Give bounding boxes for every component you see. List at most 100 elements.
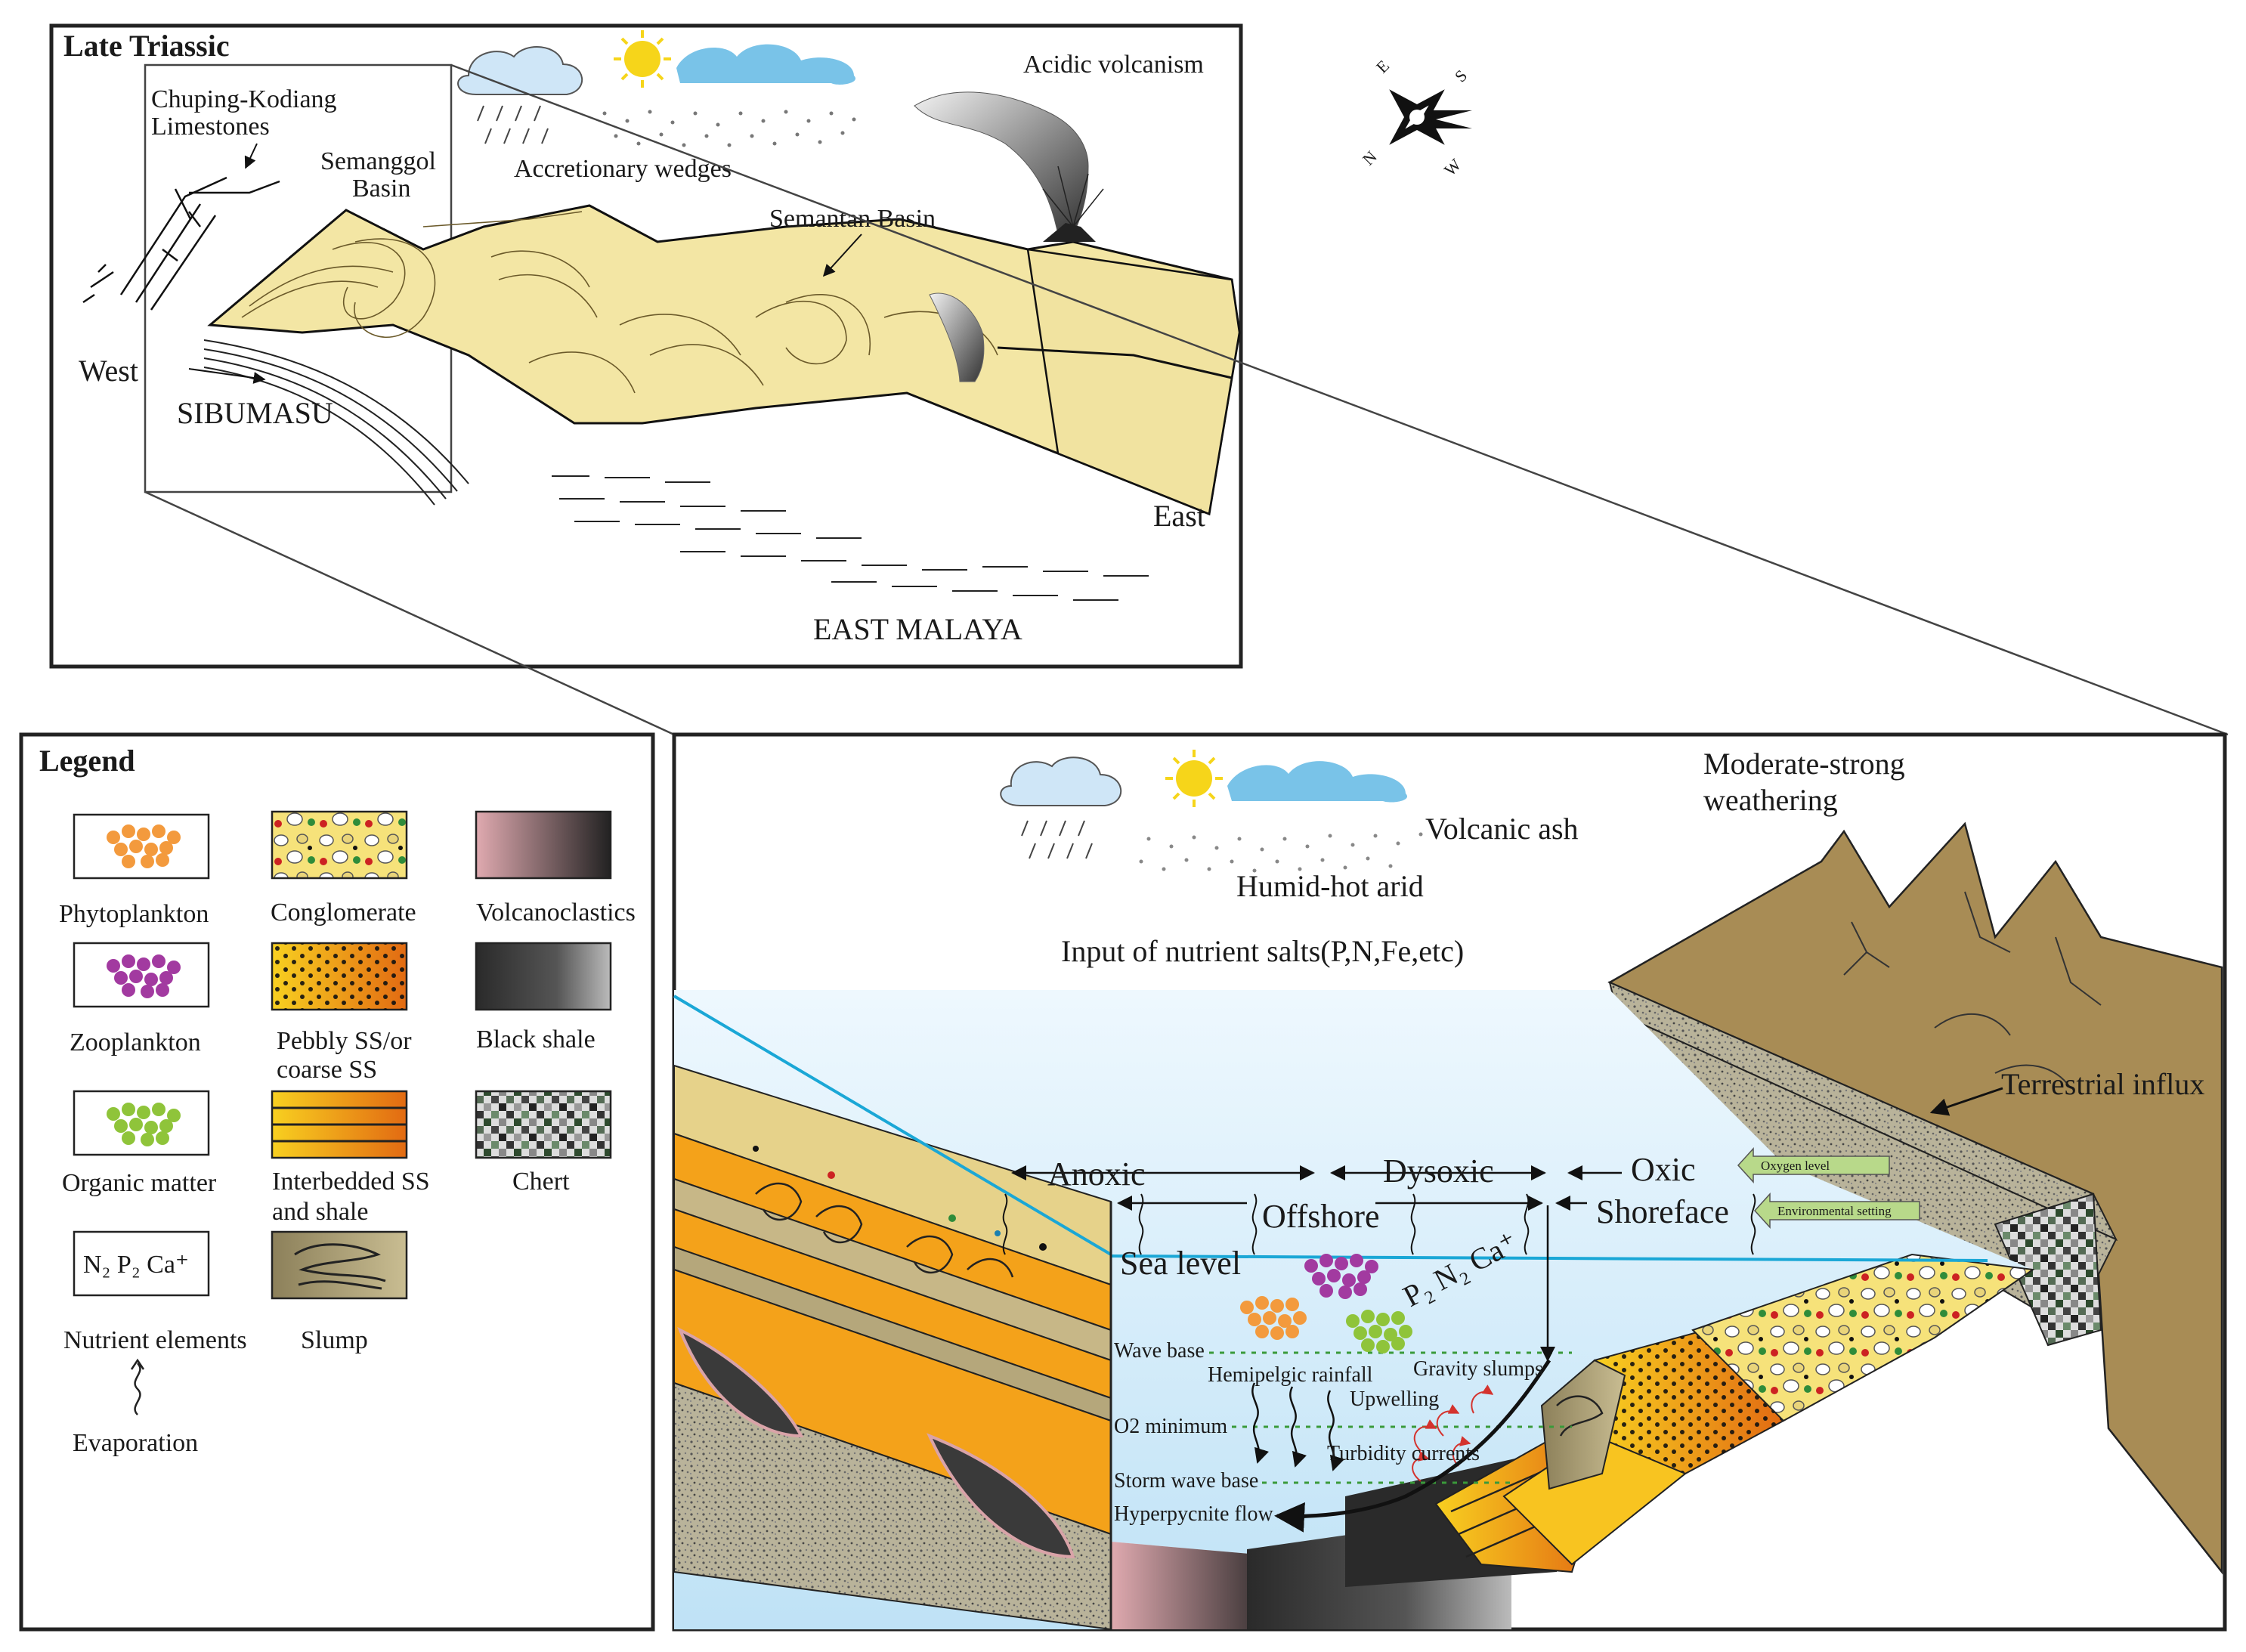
bottom-rain-cloud bbox=[1000, 756, 1122, 859]
phytoplankton-cluster bbox=[1240, 1296, 1307, 1340]
offshore-label: Offshore bbox=[1262, 1198, 1380, 1235]
evaporation-wavy-arrows bbox=[1002, 1193, 1756, 1255]
legend-nutrient-swatch bbox=[73, 1230, 210, 1297]
legend-black-shale-label: Black shale bbox=[476, 1026, 596, 1053]
legend-pebbly-label2: coarse SS bbox=[277, 1056, 377, 1084]
legend-conglomerate-label: Conglomerate bbox=[271, 899, 416, 927]
legend-volcanoclastics-swatch bbox=[475, 810, 612, 880]
offshore-slump-block bbox=[1540, 1359, 1626, 1490]
legend-nutrient-label: Nutrient elements bbox=[63, 1326, 247, 1354]
legend-nutrient-box-text: N₂ P₂ Ca⁺ bbox=[83, 1251, 189, 1279]
moderate-weathering-line2: weathering bbox=[1703, 783, 1838, 817]
top-panel-frame bbox=[49, 23, 1243, 669]
acidic-label: Acidic volcanism bbox=[1023, 51, 1204, 79]
volcano-cone bbox=[1043, 223, 1096, 242]
east-malaya-label: EAST MALAYA bbox=[813, 612, 1022, 646]
ash-dots bbox=[602, 110, 856, 147]
legend-evaporation-label: Evaporation bbox=[73, 1429, 198, 1457]
oxygen-level-label: Oxygen level bbox=[1761, 1159, 1830, 1173]
dysoxic-label: Dysoxic bbox=[1383, 1152, 1494, 1190]
compass-n: N bbox=[1359, 147, 1381, 169]
zooplankton-cluster bbox=[1304, 1254, 1378, 1299]
volcanic-ash-label: Volcanic ash bbox=[1425, 812, 1579, 846]
legend-panel: Legend Phytoplankton Conglomerate Volcan… bbox=[19, 732, 655, 1632]
chuping-line1: Chuping-Kodiang bbox=[151, 85, 337, 113]
chuping-line2: Limestones bbox=[151, 113, 270, 141]
semanggol-line2: Basin bbox=[352, 175, 410, 203]
legend-title: Legend bbox=[39, 744, 135, 778]
gravity-slumps-label: Gravity slumps bbox=[1413, 1357, 1543, 1381]
legend-black-shale-swatch bbox=[475, 942, 612, 1011]
moderate-weathering-line1: Moderate-strong bbox=[1703, 747, 1905, 781]
conglomerate-shoreface bbox=[1691, 1253, 2035, 1422]
legend-chert-swatch bbox=[475, 1090, 612, 1159]
sibumasu-label: SIBUMASU bbox=[177, 396, 333, 430]
secondary-plume bbox=[929, 292, 985, 382]
left-block-slumps bbox=[755, 1182, 1014, 1278]
mountain-cracks bbox=[1843, 891, 2102, 1089]
east-label: East bbox=[1153, 499, 1205, 533]
turbidity-label: Turbidity currents bbox=[1327, 1442, 1480, 1465]
top-panel: E S N W Late Triassic Chuping-Kodiang Li… bbox=[49, 23, 1472, 669]
organic-matter-cluster bbox=[1346, 1310, 1412, 1353]
organic-matter-icon bbox=[107, 1103, 181, 1146]
wave-base-label: Wave base bbox=[1114, 1339, 1205, 1363]
zone-arrows bbox=[1011, 1165, 1622, 1211]
compass-s: S bbox=[1451, 66, 1471, 85]
legend-slump-label: Slump bbox=[301, 1326, 368, 1354]
east-malaya-sea-lines bbox=[552, 475, 1149, 601]
basin-floor-volcanoclastic bbox=[1111, 1542, 1285, 1629]
upwelling-arrows bbox=[1412, 1384, 1494, 1482]
o2-minimum-label: O2 minimum bbox=[1114, 1415, 1227, 1438]
oxic-label: Oxic bbox=[1631, 1151, 1696, 1188]
compass-w: W bbox=[1440, 155, 1465, 180]
left-block-strata bbox=[673, 1132, 1112, 1631]
input-nutrients-label: Input of nutrient salts(P,N,Fe,etc) bbox=[1061, 934, 1464, 968]
hyperpycnite-flow-arrow bbox=[1274, 1359, 1551, 1533]
legend-conglomerate-swatch bbox=[271, 810, 408, 880]
upwelling-label: Upwelling bbox=[1350, 1387, 1439, 1411]
legend-frame bbox=[19, 732, 655, 1632]
volcano-cracks bbox=[1042, 166, 1104, 227]
storm-wave-base-label: Storm wave base bbox=[1114, 1469, 1258, 1493]
bottom-blue-cloud bbox=[1227, 761, 1408, 803]
terrestrial-influx-label: Terrestrial influx bbox=[2001, 1067, 2204, 1101]
accretionary-label: Accretionary wedges bbox=[514, 155, 732, 183]
legend-zoo-label: Zooplankton bbox=[70, 1029, 201, 1056]
env-setting-label: Environmental setting bbox=[1777, 1204, 1892, 1218]
legend-phyto-label: Phytoplankton bbox=[59, 900, 209, 928]
sea-level-label: Sea level bbox=[1120, 1245, 1241, 1282]
hyperpycnite-label: Hyperpycnite flow bbox=[1114, 1502, 1273, 1526]
shoreface-label: Shoreface bbox=[1596, 1193, 1729, 1230]
legend-volcanoclastics-label: Volcanoclastics bbox=[476, 899, 636, 927]
basin-fold-lines bbox=[241, 211, 998, 394]
bottom-ash-dots bbox=[1139, 832, 1423, 873]
zooplankton-icon bbox=[107, 954, 181, 998]
legend-organic-label: Organic matter bbox=[62, 1169, 217, 1197]
compass-rose: E S N W bbox=[1359, 56, 1472, 180]
semanggol-line1: Semanggol bbox=[320, 147, 436, 175]
oxygen-level-arrow bbox=[1737, 1147, 1890, 1183]
evaporation-icon bbox=[130, 1358, 145, 1415]
legend-interbedded-label1: Interbedded SS bbox=[272, 1168, 430, 1196]
sea-level-lines bbox=[673, 995, 1988, 1262]
west-label: West bbox=[79, 354, 138, 388]
legend-pebbly-dots bbox=[272, 943, 407, 1010]
env-setting-arrow bbox=[1753, 1193, 1920, 1229]
sun-icon bbox=[614, 30, 671, 88]
water-depth-levels bbox=[1209, 1351, 1572, 1484]
east-fault bbox=[997, 346, 1233, 379]
left-block-pebbles bbox=[753, 1146, 1047, 1251]
legend-interbedded-swatch bbox=[271, 1090, 408, 1159]
bottom-panel: Moderate-strong weathering Volcanic ash … bbox=[672, 732, 2227, 1632]
compass-e: E bbox=[1372, 56, 1393, 76]
volcano-plume bbox=[914, 91, 1089, 235]
legend-chert-label: Chert bbox=[512, 1168, 570, 1196]
blue-cloud bbox=[676, 44, 856, 85]
hemipelagic-arrows bbox=[1251, 1382, 1344, 1471]
left-block-black-lenses bbox=[677, 1326, 1075, 1559]
east-wedge bbox=[1026, 248, 1241, 515]
subduction-lines bbox=[203, 339, 469, 506]
phytoplankton-icon bbox=[107, 824, 181, 868]
